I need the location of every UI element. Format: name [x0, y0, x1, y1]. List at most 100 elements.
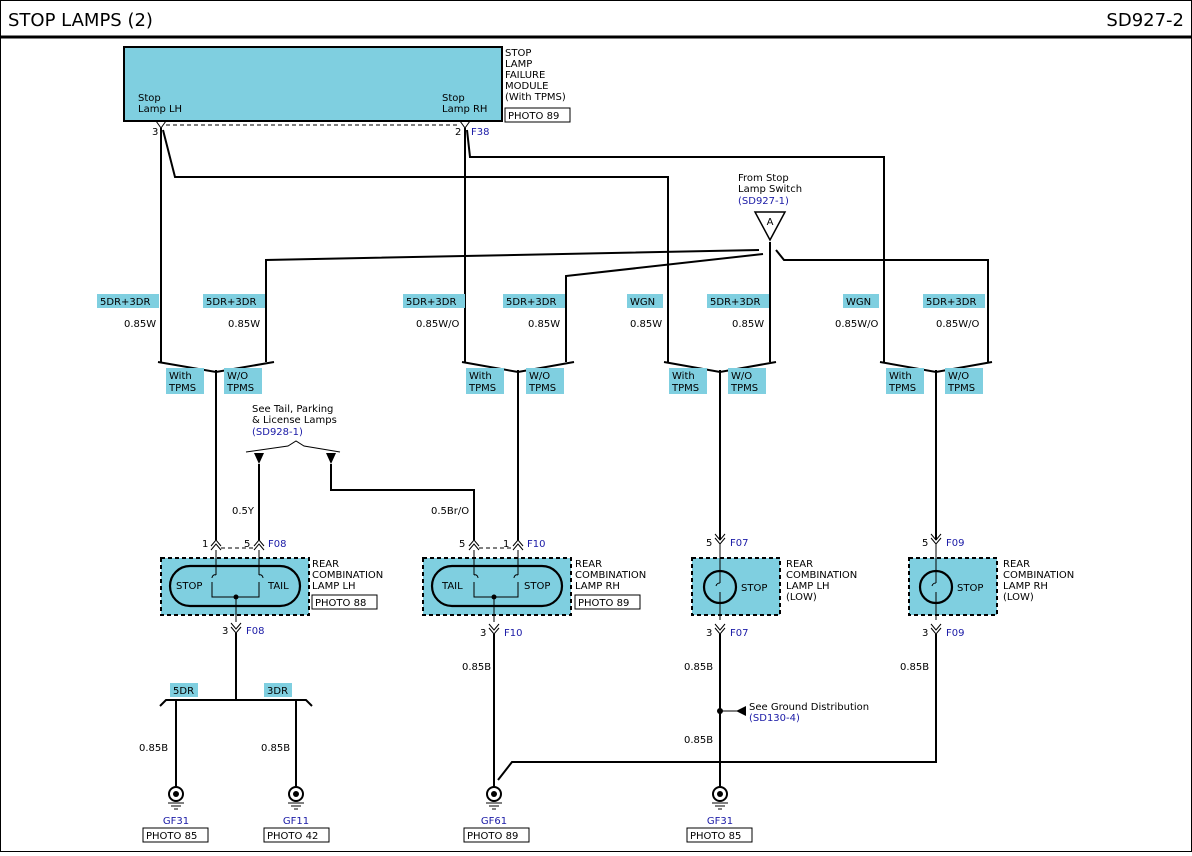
wo-label-2: TPMS [226, 383, 254, 394]
module-name-2: LAMP [505, 59, 532, 70]
ground-photo-label: PHOTO 42 [267, 831, 318, 842]
module-pin-2: 2 [455, 127, 461, 138]
lamp-body [168, 564, 302, 608]
switch-ref-marker: A [767, 217, 774, 228]
tag-bg [627, 294, 663, 308]
ground-symbol [486, 802, 502, 810]
ground-gf61: GF61 PHOTO 89 [463, 786, 530, 843]
tag-label: 5DR+3DR [100, 297, 150, 308]
wire-spec: 0.85W [630, 319, 662, 330]
filament-icon [931, 544, 937, 620]
tail-arrow-rh [326, 453, 336, 464]
wire-switch-lh-wo [265, 249, 760, 362]
ground-icon-center [173, 791, 179, 797]
module-right-pin-label-2: Lamp RH [442, 104, 487, 115]
pin-number: 5 [706, 538, 712, 549]
tag-bg [224, 368, 262, 394]
tag-label: 5DR+3DR [710, 297, 760, 308]
wire-spec: 0.85B [261, 743, 290, 754]
tag-bg [166, 368, 204, 394]
with-label-2: TPMS [888, 383, 916, 394]
wire-spec: 0.85W/O [936, 319, 980, 330]
wire-spec: 0.85W/O [416, 319, 460, 330]
module-name-4: MODULE [505, 81, 548, 92]
tail-ref-line-1: See Tail, Parking [252, 404, 333, 415]
ground-photo-box [686, 827, 753, 843]
lamp-name-2: COMBINATION [786, 570, 857, 581]
lamp-name-3: LAMP LH [312, 581, 356, 592]
tag-label: 5DR+3DR [206, 297, 256, 308]
switch-ref-triangle [753, 211, 787, 242]
wire-spec: 0.85B [684, 735, 713, 746]
module-left-pin-label-2: Lamp LH [138, 104, 182, 115]
module-box [123, 46, 503, 122]
lamp-name-1: REAR [786, 559, 813, 570]
tag-bg [264, 683, 292, 697]
ground-photo-label: PHOTO 85 [690, 831, 741, 842]
wo-label-1: W/O [529, 371, 550, 382]
wire-spec: 0.85B [462, 662, 491, 673]
connector-terminal [210, 539, 222, 551]
wire-spec: 0.85B [684, 662, 713, 673]
page-title: STOP LAMPS (2) [8, 10, 153, 31]
lamp-name-2: COMBINATION [1003, 570, 1074, 581]
lamp-body [430, 564, 564, 608]
lamp-name-2: COMBINATION [312, 570, 383, 581]
lamp-name-1: REAR [575, 559, 602, 570]
wire-module-pin3-wgn [162, 129, 669, 362]
lamp-name-4: (LOW) [1003, 592, 1034, 603]
connector-terminal [488, 623, 500, 635]
wire-tail-rh [330, 464, 475, 540]
tag-bg [843, 294, 879, 308]
wire-spec: 0.85B [139, 743, 168, 754]
wire-to-gf61 [497, 634, 937, 781]
ground-ref-link[interactable]: (SD130-4) [749, 713, 800, 724]
switch-ref-line-1: From Stop [738, 173, 789, 184]
pin-number: 3 [222, 626, 228, 637]
door-split: 5DR 3DR 0.85B 0.85B [139, 683, 313, 788]
tag-bg [526, 368, 564, 394]
connector-terminal [930, 623, 942, 635]
module-right-pin-label-1: Stop [442, 93, 465, 104]
tag-label: WGN [630, 297, 655, 308]
tail-arrow-lh [254, 453, 264, 464]
rear-combination-lamp-lh-low: 5 F07 STOP REAR COMBINATION LAMP LH (LOW… [684, 533, 869, 788]
wire-group-3: WGN 5DR+3DR 0.85W 0.85W With TPMS W/O TP… [627, 294, 777, 540]
connector-terminal [468, 539, 480, 551]
wire-switch-wgn-rh [775, 249, 989, 362]
wo-label-2: TPMS [947, 383, 975, 394]
pin-number: 1 [202, 539, 208, 550]
ground-photo-box [142, 827, 209, 843]
pin-number: 5 [459, 539, 465, 550]
ground-symbol [288, 802, 304, 810]
ground-ref-arrow [736, 706, 746, 716]
tag-bg [97, 294, 159, 308]
tag-bg [466, 368, 504, 394]
module-pin-2-terminal [459, 120, 471, 129]
with-label-1: With [469, 371, 492, 382]
connector-terminal [253, 539, 265, 551]
tail-ref-link[interactable]: (SD928-1) [252, 427, 303, 438]
wo-label-1: W/O [227, 371, 248, 382]
wire-spec: 0.85W/O [835, 319, 879, 330]
wo-label-2: TPMS [730, 383, 758, 394]
pin-number: 3 [706, 628, 712, 639]
lamp-name-4: (LOW) [786, 592, 817, 603]
switch-ref-link[interactable]: (SD927-1) [738, 196, 789, 207]
tag-bg [669, 368, 707, 394]
wire-spec-tail-rh: 0.5Br/O [431, 506, 469, 517]
connector-id: F09 [946, 538, 964, 549]
lamp-photo-box [574, 594, 641, 610]
pin-number: 5 [244, 539, 250, 550]
ground-symbol [712, 802, 728, 810]
wire-spec-tail-lh: 0.5Y [232, 506, 255, 517]
ground-gf11: GF11 PHOTO 42 [263, 786, 330, 843]
connector-id: F07 [730, 628, 748, 639]
connector-id: F10 [504, 628, 522, 639]
filament-icon [715, 544, 721, 620]
tag-label: 5DR+3DR [506, 297, 556, 308]
tag-bg [886, 368, 924, 394]
